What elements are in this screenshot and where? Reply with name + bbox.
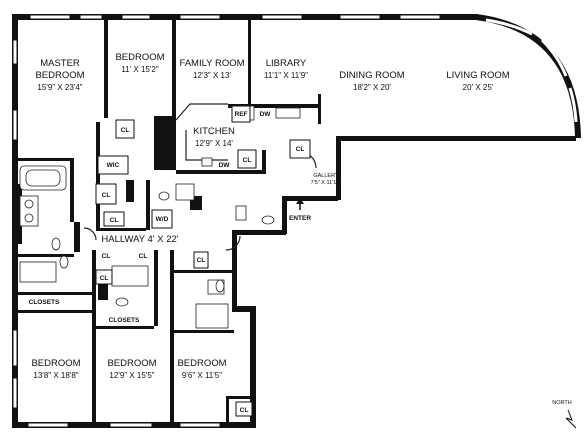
master-bedroom-name-2: BEDROOM: [35, 70, 84, 81]
bedroom-top-dims: 11' X 15'2": [121, 65, 158, 74]
fixtures: [19, 103, 577, 429]
cl-label-5: CL: [102, 253, 111, 260]
bedroom-bl-name: BEDROOM: [31, 358, 80, 369]
cl-label-6: CL: [139, 253, 148, 260]
dining-room-dims: 18'2" X 20': [353, 83, 391, 92]
family-room-name: FAMILY ROOM: [179, 58, 244, 69]
closet-boxes: [95, 105, 311, 417]
living-room-name: LIVING ROOM: [446, 70, 509, 81]
master-bedroom-name-1: MASTER: [40, 58, 80, 69]
family-room-dims: 12'3" X 13': [193, 71, 231, 80]
bedroom-bm-name: BEDROOM: [107, 358, 156, 369]
cl-label-4: CL: [100, 275, 109, 282]
closets-label-mid: CLOSETS: [109, 317, 140, 324]
library-name: LIBRARY: [266, 58, 307, 69]
hallway-name: HALLWAY 4' X 22': [101, 234, 178, 245]
gallery-dims: 7'5" X 11'10": [311, 180, 342, 186]
north-label: NORTH: [552, 400, 571, 406]
master-bedroom-dims: 15'9" X 23'4": [37, 83, 82, 92]
bedroom-br-dims: 9'6" X 11'5": [182, 371, 222, 380]
room-labels: MASTER BEDROOM 15'9" X 23'4" BEDROOM 11'…: [31, 52, 509, 380]
kitchen-dims: 12'9" X 14': [195, 139, 233, 148]
gallery-name: GALLERY: [313, 173, 339, 179]
cl-label-9: CL: [296, 146, 305, 153]
living-room-dims: 20' X 25': [463, 83, 494, 92]
cl-label-3: CL: [110, 217, 119, 224]
small-labels: WIC CL CL CL CL CL CL CL CL CL CL W/D CL…: [29, 111, 572, 414]
dining-room-name: DINING ROOM: [339, 70, 405, 81]
dw-label-top: DW: [260, 111, 272, 118]
bedroom-br-name: BEDROOM: [177, 358, 226, 369]
wd-label: W/D: [156, 216, 169, 223]
cl-label-8: CL: [243, 157, 252, 164]
dw-label-kitchen: DW: [219, 162, 231, 169]
windows: [12, 14, 578, 428]
cl-label-1: CL: [121, 127, 130, 134]
closets-label-left: CLOSETS: [29, 299, 60, 306]
cl-label-7: CL: [197, 257, 206, 264]
ref-label: REF: [235, 111, 248, 118]
kitchen-name: KITCHEN: [193, 126, 235, 137]
interior-walls: [12, 18, 321, 422]
bedroom-bl-dims: 13'8" X 18'8": [33, 371, 78, 380]
wic-label: WIC: [107, 162, 120, 169]
bedroom-top-name: BEDROOM: [115, 52, 164, 63]
library-dims: 11'1" X 11'9": [264, 71, 308, 80]
cl-label-10: CL: [240, 407, 249, 414]
enter-label: ENTER: [289, 215, 311, 222]
bedroom-bm-dims: 12'9" X 15'5": [109, 371, 154, 380]
cl-label-2: CL: [102, 192, 111, 199]
